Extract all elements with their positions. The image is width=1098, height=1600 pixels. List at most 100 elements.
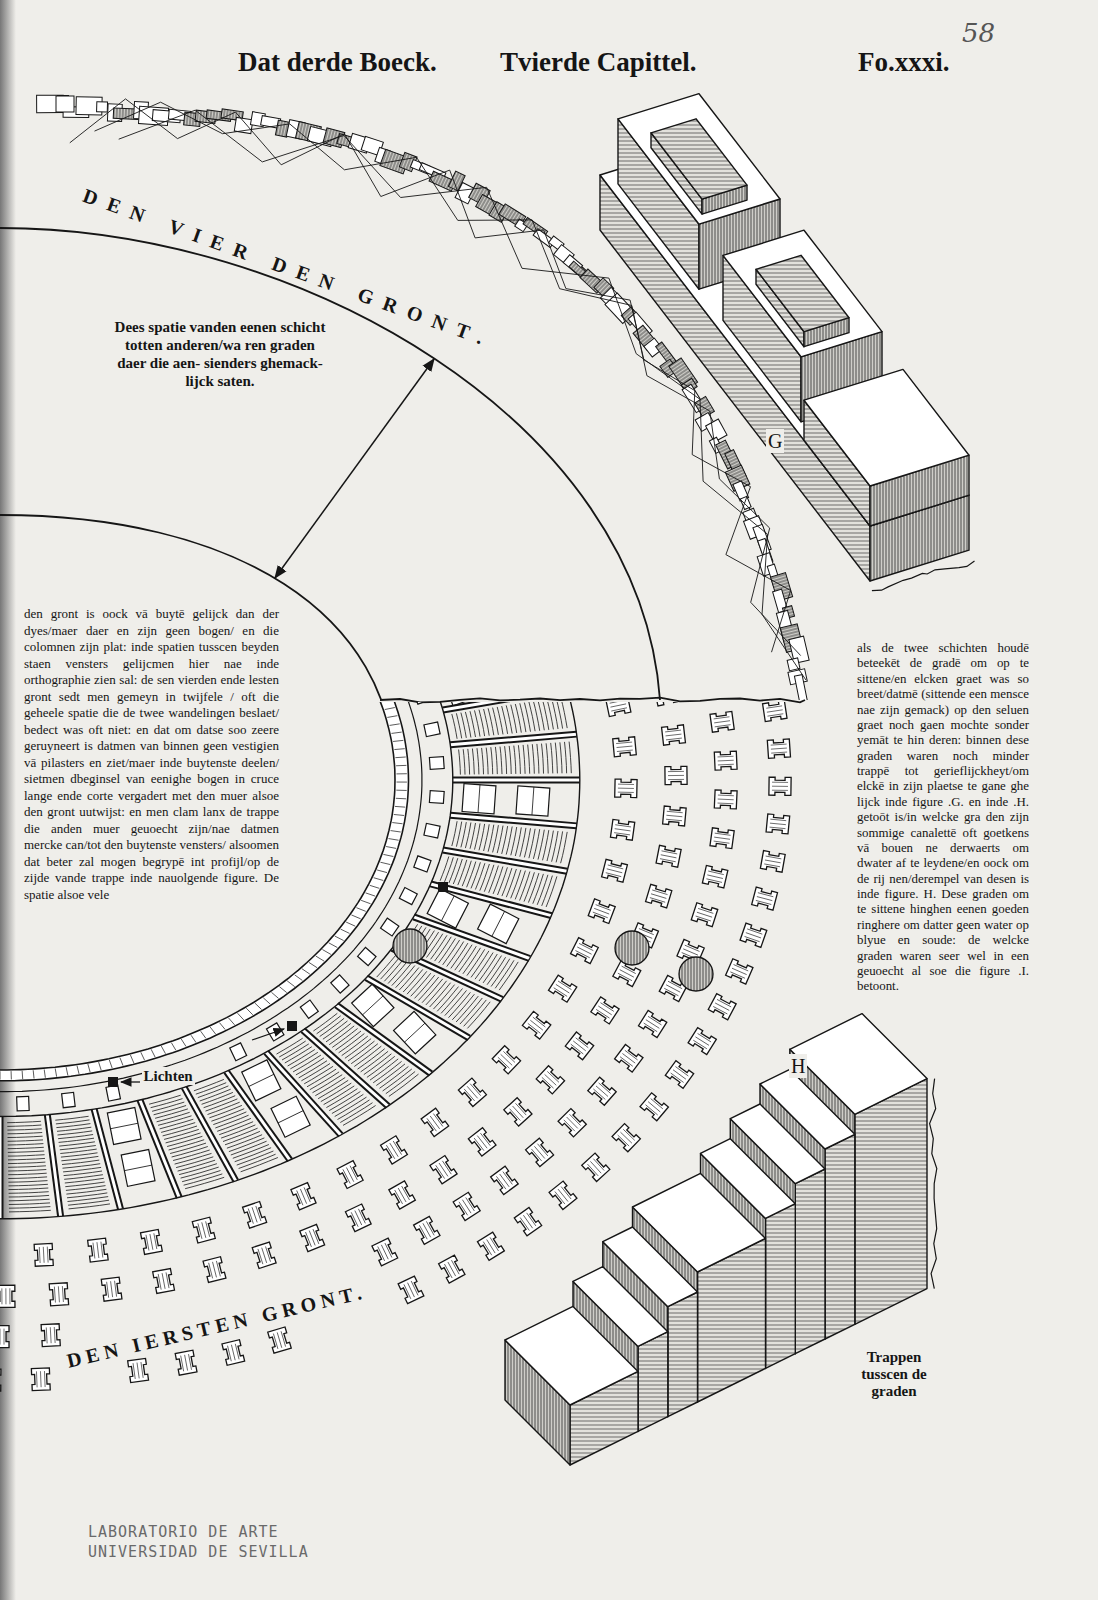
pier-outline <box>477 1232 504 1260</box>
wall-stone <box>56 96 74 112</box>
seat-step-line <box>321 1083 352 1102</box>
stair-side-face <box>795 1169 825 1354</box>
wall-hatch <box>210 1027 216 1034</box>
seat-step-line <box>488 708 494 735</box>
pier-hatch <box>625 1050 638 1060</box>
seat-step-line <box>461 713 466 738</box>
seat-step-line <box>441 989 463 1014</box>
pier-hatch <box>464 1089 475 1101</box>
pier-hatch <box>747 929 762 934</box>
seat-step-line <box>63 1164 101 1169</box>
seat-step-line <box>241 1158 278 1172</box>
seat-step-line <box>440 857 449 881</box>
pier-outline <box>106 1085 120 1101</box>
pier-outline <box>414 1216 440 1244</box>
pier-hatch <box>666 819 682 820</box>
pier-hatch <box>451 1260 459 1274</box>
wall-hatch <box>396 790 406 791</box>
pier-outline <box>702 865 727 887</box>
wall-hatch <box>44 1069 45 1077</box>
seat-step-line <box>339 1034 365 1053</box>
label-box: Lichten <box>142 1067 195 1085</box>
pier-outline <box>429 757 444 770</box>
pier-outline <box>663 806 687 826</box>
wall-hatch <box>201 1031 206 1038</box>
seat-step-line <box>392 964 411 986</box>
seat-step-line <box>55 1116 88 1120</box>
pier-hatch <box>537 1144 547 1156</box>
seat-step-line <box>449 992 471 1017</box>
wall-hatch <box>346 922 355 926</box>
wall-hatch <box>366 893 376 896</box>
seat-step-line <box>460 998 482 1024</box>
seat-step-line <box>533 874 544 904</box>
pier-hatch <box>618 788 634 789</box>
seat-step-line <box>163 1126 197 1136</box>
seat-step-line <box>471 951 489 978</box>
seat-step-line <box>8 1170 46 1172</box>
pier-hatch <box>593 1159 604 1171</box>
seat-step-line <box>493 825 499 852</box>
pier-hatch <box>714 721 730 723</box>
seat-step-line <box>552 702 558 729</box>
seat-step-line <box>506 705 512 733</box>
radial-wall <box>453 777 580 784</box>
pier-outline <box>300 1224 325 1251</box>
pier-hatch <box>576 1038 589 1048</box>
pier-hatch <box>378 1247 385 1261</box>
body-text: den gront is oock vā buytē gelijck dan d… <box>24 606 279 903</box>
pier <box>175 1350 197 1375</box>
pier-hatch <box>561 1187 571 1199</box>
pier-hatch <box>158 1274 161 1290</box>
wall-hatch <box>130 1055 133 1063</box>
pier-outline <box>612 1124 640 1152</box>
seat-step-line <box>556 702 563 729</box>
seat-step-line <box>452 821 457 846</box>
pier-hatch <box>248 1209 253 1224</box>
pier <box>222 1340 245 1366</box>
pier-outline <box>31 1368 50 1391</box>
pier-outline <box>88 1238 109 1262</box>
seat-step-line <box>463 749 465 774</box>
seat-step-line <box>465 823 471 849</box>
pier-hatch <box>596 1086 608 1097</box>
pier-hatch <box>771 744 787 745</box>
seat-step-line <box>370 1059 398 1080</box>
pier <box>638 1010 666 1037</box>
pier-hatch <box>166 1272 169 1288</box>
seat-step-line <box>8 1151 44 1152</box>
library-stamp: LABORATORIO DE ARTE UNIVERSIDAD DE SEVIL… <box>88 1522 320 1562</box>
pier <box>41 1324 60 1347</box>
vault-room <box>271 1096 310 1137</box>
seat-step-line <box>329 1092 360 1111</box>
seat-step-line <box>358 1049 385 1070</box>
seat-step-line <box>449 858 458 883</box>
pier-hatch <box>673 1070 686 1079</box>
seat-step-line <box>498 867 508 895</box>
vault-room <box>478 904 519 943</box>
radial-wall-core <box>414 917 530 959</box>
radial-wall-core <box>450 734 576 745</box>
pier <box>522 1011 550 1039</box>
pier-outline <box>638 1010 666 1037</box>
seat-step-line <box>433 985 454 1010</box>
seat-step-line <box>8 1181 47 1183</box>
pier-hatch <box>620 1132 632 1143</box>
wall-hatch <box>255 1003 262 1009</box>
pier-hatch <box>216 1261 220 1277</box>
pier-hatch <box>772 790 788 791</box>
pier-hatch <box>648 1102 660 1112</box>
pier <box>663 806 687 826</box>
pier-hatch <box>668 981 682 988</box>
pier <box>491 1166 519 1194</box>
seat-step-line <box>65 1178 104 1183</box>
pier <box>665 766 687 784</box>
radial-wall-core <box>366 978 469 1038</box>
wall-hatch <box>391 831 401 832</box>
seat-step-line <box>166 1133 201 1143</box>
wall-hatch <box>351 915 360 919</box>
label-box: Dat derde Boeck. <box>238 46 437 78</box>
pier-hatch <box>5 1288 6 1304</box>
pier-hatch <box>668 779 684 780</box>
pier-hatch <box>411 1281 418 1295</box>
